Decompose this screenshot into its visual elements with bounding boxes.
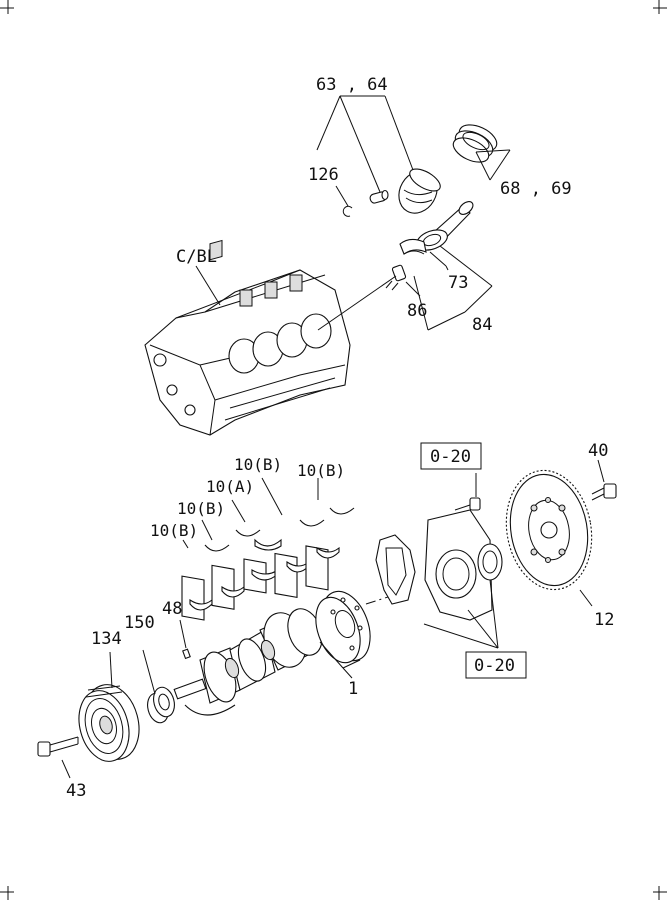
callout-63-64: 63 , 64 xyxy=(316,75,388,95)
bearing-leaders xyxy=(182,477,319,549)
callout-10b-middle: 10(B) xyxy=(177,499,225,518)
callout-150: 150 xyxy=(124,613,155,633)
callout-cbl: C/BL xyxy=(176,247,217,267)
flexplate-leaders xyxy=(579,459,605,607)
balancer-leaders xyxy=(61,649,156,779)
harmonic-balancer xyxy=(78,684,140,762)
callout-labels: 63 , 64 126 68 , 69 73 86 84 C/BL 10(B) … xyxy=(66,75,614,801)
main-bearing-lower-1 xyxy=(181,575,213,621)
key xyxy=(182,648,191,660)
ref-box-top: 0-20 xyxy=(420,442,482,470)
main-bearing-lower-3 xyxy=(274,552,310,599)
main-bearing-lower-2 xyxy=(211,564,245,610)
callout-10b-bottom: 10(B) xyxy=(150,521,198,540)
flexplate xyxy=(505,469,593,591)
rear-seal xyxy=(477,543,503,581)
callout-12: 12 xyxy=(594,610,614,630)
piston-rings xyxy=(452,124,498,163)
callout-68-69: 68 , 69 xyxy=(500,179,572,199)
crank-sprocket xyxy=(147,686,175,724)
cover-leaders xyxy=(423,473,499,649)
callout-126: 126 xyxy=(308,165,339,185)
callout-10a: 10(A) xyxy=(206,477,254,496)
callout-43: 43 xyxy=(66,781,86,801)
rear-cover xyxy=(424,509,493,621)
rod-bolt xyxy=(385,264,407,291)
callout-40: 40 xyxy=(588,441,608,461)
piston-pin xyxy=(369,189,389,204)
ref-box-bottom: 0-20 xyxy=(465,651,527,679)
main-bearing-lower-4 xyxy=(305,545,340,591)
ref-box-top-label: 0-20 xyxy=(430,447,471,467)
callout-86: 86 xyxy=(407,301,427,321)
piston-leaders xyxy=(316,95,511,207)
bearing-cap xyxy=(399,238,427,255)
rod-leaders xyxy=(405,245,493,331)
block-leaders xyxy=(195,265,397,331)
balancer-bolt xyxy=(37,736,79,757)
bearing-upper-shells xyxy=(204,507,355,552)
ref-box-bottom-label: 0-20 xyxy=(474,656,515,676)
callout-10b-top-right: 10(B) xyxy=(297,461,345,480)
callout-48: 48 xyxy=(162,599,182,619)
snap-ring xyxy=(342,205,353,217)
callout-73: 73 xyxy=(448,273,468,293)
callout-134: 134 xyxy=(91,629,122,649)
piston xyxy=(398,168,441,214)
reluctor-ring xyxy=(315,590,371,664)
crankshaft xyxy=(173,608,323,716)
callout-84: 84 xyxy=(472,315,492,335)
callout-1: 1 xyxy=(348,679,358,699)
cover-bolt xyxy=(454,497,481,511)
flexplate-bolt xyxy=(591,483,617,501)
callout-10b-top-left: 10(B) xyxy=(234,455,282,474)
cylinder-block xyxy=(144,239,351,436)
front-cover-gasket xyxy=(375,534,416,605)
